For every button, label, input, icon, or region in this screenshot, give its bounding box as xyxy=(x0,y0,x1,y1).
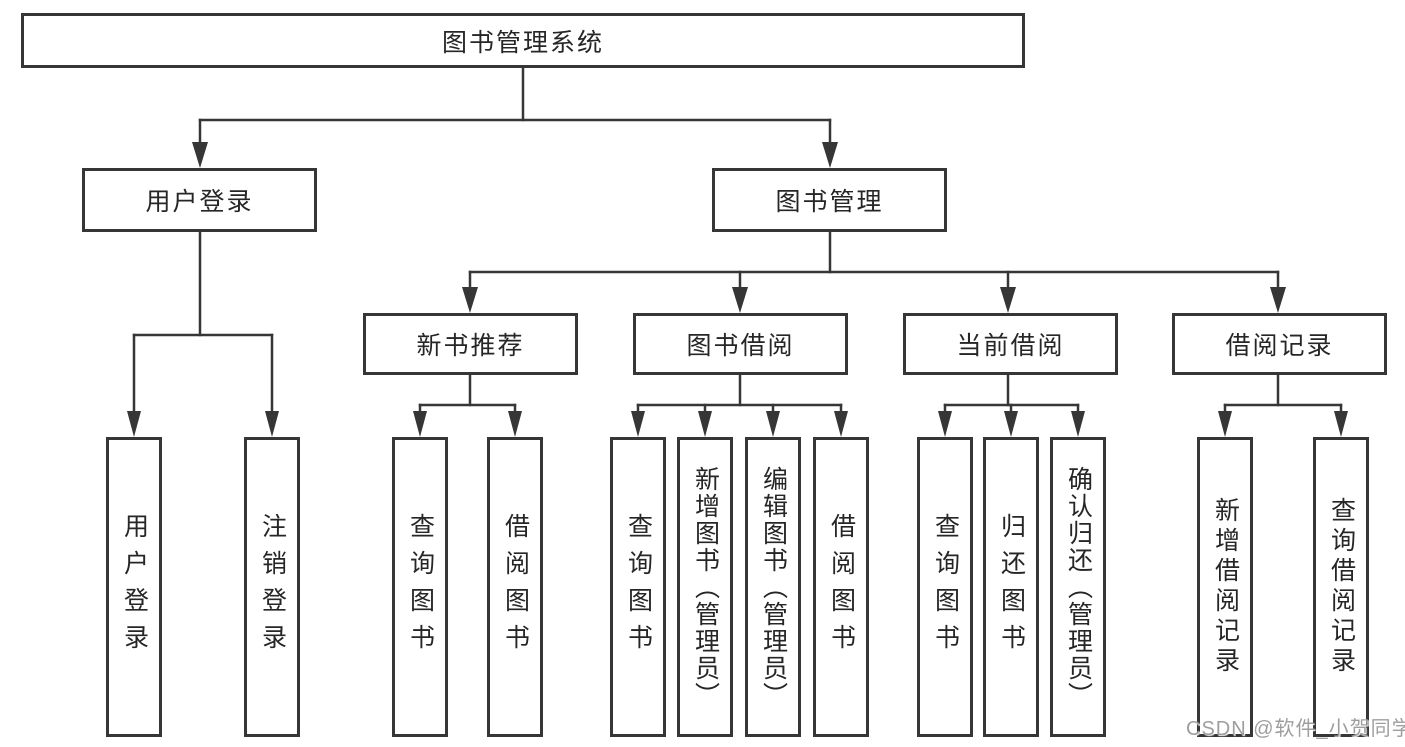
node-book-mgmt: 图书管理 xyxy=(712,168,947,232)
node-query-books-3-label: 查询图书 xyxy=(931,513,960,661)
node-new-book-rec-label: 新书推荐 xyxy=(416,332,525,360)
node-borrow-books-1-label: 借阅图书 xyxy=(501,513,530,661)
node-query-borrow-record: 查询借阅记录 xyxy=(1313,437,1369,737)
node-user-login: 用户登录 xyxy=(82,168,317,232)
csdn-watermark: CSDN @软件_小贺同学 xyxy=(1186,718,1405,740)
node-root: 图书管理系统 xyxy=(21,13,1025,68)
node-book-borrow-label: 图书借阅 xyxy=(686,332,795,360)
node-logout: 注销登录 xyxy=(244,437,300,737)
node-add-borrow-record-label: 新增借阅记录 xyxy=(1211,497,1240,677)
node-return-books: 归还图书 xyxy=(983,437,1039,737)
node-add-books-admin-label: 新增图书（管理员） xyxy=(691,465,720,709)
node-query-books-1: 查询图书 xyxy=(392,437,448,737)
node-new-book-rec: 新书推荐 xyxy=(363,313,578,375)
node-borrow-records-label: 借阅记录 xyxy=(1225,332,1334,360)
node-borrow-records: 借阅记录 xyxy=(1172,313,1387,375)
node-return-books-label: 归还图书 xyxy=(997,513,1026,661)
node-book-borrow: 图书借阅 xyxy=(633,313,848,375)
node-current-borrow-label: 当前借阅 xyxy=(956,332,1065,360)
node-logout-label: 注销登录 xyxy=(258,513,287,661)
node-user-login-label: 用户登录 xyxy=(145,188,254,216)
node-confirm-return-admin: 确认归还（管理员） xyxy=(1050,437,1106,737)
node-query-books-1-label: 查询图书 xyxy=(406,513,435,661)
node-root-label: 图书管理系统 xyxy=(441,28,604,57)
node-user-login-action: 用户登录 xyxy=(106,437,162,737)
node-borrow-books-2: 借阅图书 xyxy=(813,437,869,737)
node-add-borrow-record: 新增借阅记录 xyxy=(1197,437,1253,737)
node-borrow-books-2-label: 借阅图书 xyxy=(827,513,856,661)
node-query-borrow-record-label: 查询借阅记录 xyxy=(1327,497,1356,677)
node-confirm-return-admin-label: 确认归还（管理员） xyxy=(1064,465,1093,709)
node-current-borrow: 当前借阅 xyxy=(903,313,1118,375)
node-add-books-admin: 新增图书（管理员） xyxy=(677,437,733,737)
node-edit-books-admin-label: 编辑图书（管理员） xyxy=(759,465,788,709)
node-query-books-3: 查询图书 xyxy=(917,437,973,737)
node-borrow-books-1: 借阅图书 xyxy=(487,437,543,737)
node-query-books-2-label: 查询图书 xyxy=(624,513,653,661)
node-book-mgmt-label: 图书管理 xyxy=(775,188,884,216)
node-edit-books-admin: 编辑图书（管理员） xyxy=(745,437,801,737)
node-user-login-action-label: 用户登录 xyxy=(120,513,149,661)
node-query-books-2: 查询图书 xyxy=(610,437,666,737)
